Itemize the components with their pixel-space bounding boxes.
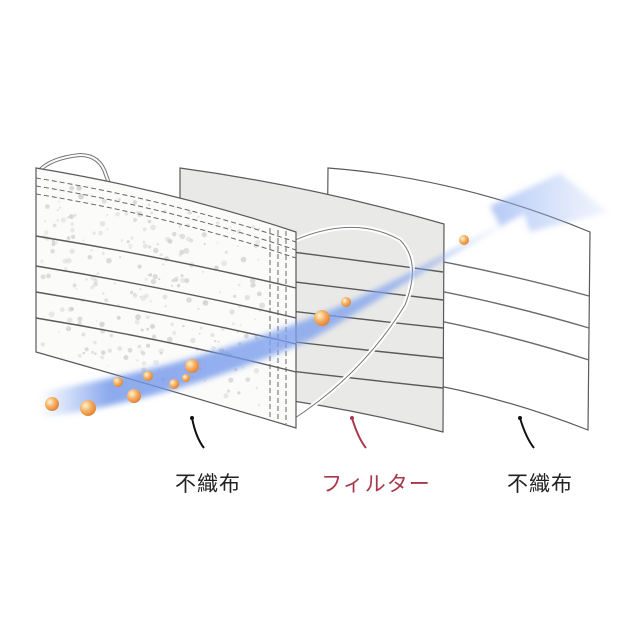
outer-layer-pointer: [191, 417, 205, 449]
dust-particle: [80, 400, 96, 416]
ear-loop-outline: [281, 226, 413, 421]
inner-layer-label: 不織布: [507, 472, 573, 496]
inner-layer-pointer: [519, 417, 535, 449]
leader-lines: [190, 416, 535, 449]
dust-particle: [113, 377, 123, 387]
filter-layer-pointer: [351, 417, 367, 449]
outer-layer-label: 不織布: [175, 472, 241, 496]
dust-particle: [127, 389, 141, 403]
airflow-arrow: [40, 173, 608, 418]
dust-particles: [45, 235, 469, 416]
dust-particle: [182, 374, 190, 382]
dust-particle: [143, 371, 153, 381]
dust-particle: [459, 235, 469, 245]
dust-particle: [341, 297, 351, 307]
dust-particle: [169, 379, 179, 389]
outer-ear-loop-inner: [37, 153, 111, 187]
dust-particle: [185, 359, 199, 373]
filter-layer-label: フィルター: [321, 472, 431, 496]
dust-particle: [314, 310, 330, 326]
dust-particle: [45, 397, 59, 411]
